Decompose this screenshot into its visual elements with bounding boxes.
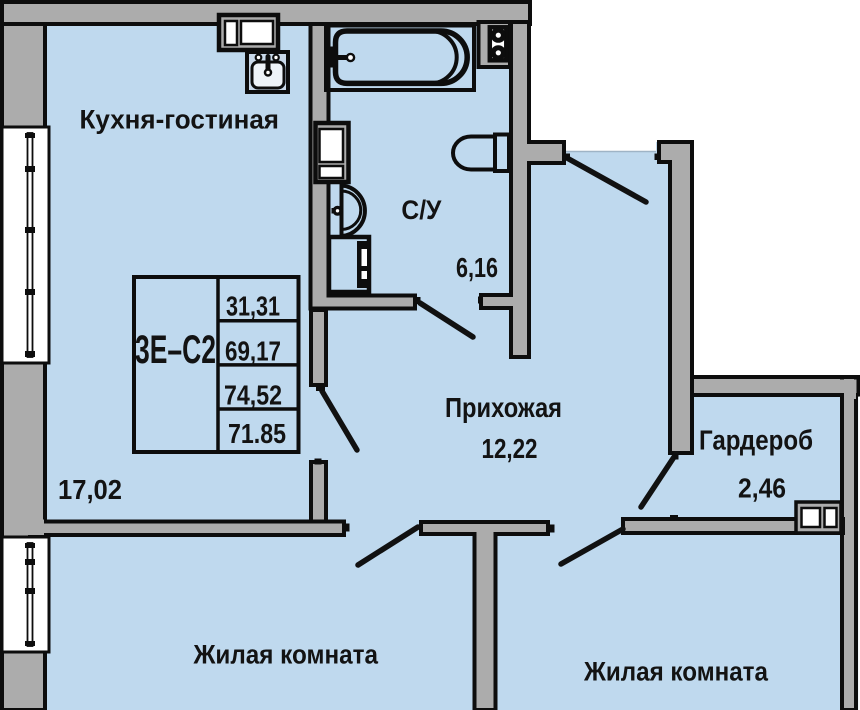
svg-text:74,52: 74,52 — [224, 380, 282, 411]
svg-text:69,17: 69,17 — [225, 336, 281, 367]
svg-text:17,02: 17,02 — [58, 474, 122, 505]
svg-text:2,46: 2,46 — [738, 473, 786, 504]
svg-text:Гардероб: Гардероб — [699, 425, 813, 456]
svg-text:Прихожая: Прихожая — [445, 392, 562, 423]
svg-text:С/У: С/У — [401, 195, 442, 225]
svg-text:6,16: 6,16 — [456, 252, 498, 283]
svg-text:3Е–С2: 3Е–С2 — [135, 328, 216, 372]
svg-text:31,31: 31,31 — [226, 291, 280, 322]
svg-text:Кухня-гостиная: Кухня-гостиная — [80, 105, 280, 135]
svg-text:Жилая комната: Жилая комната — [193, 640, 379, 670]
svg-text:Жилая комната: Жилая комната — [583, 657, 769, 687]
svg-text:12,22: 12,22 — [482, 433, 538, 464]
svg-text:71.85: 71.85 — [228, 418, 286, 449]
